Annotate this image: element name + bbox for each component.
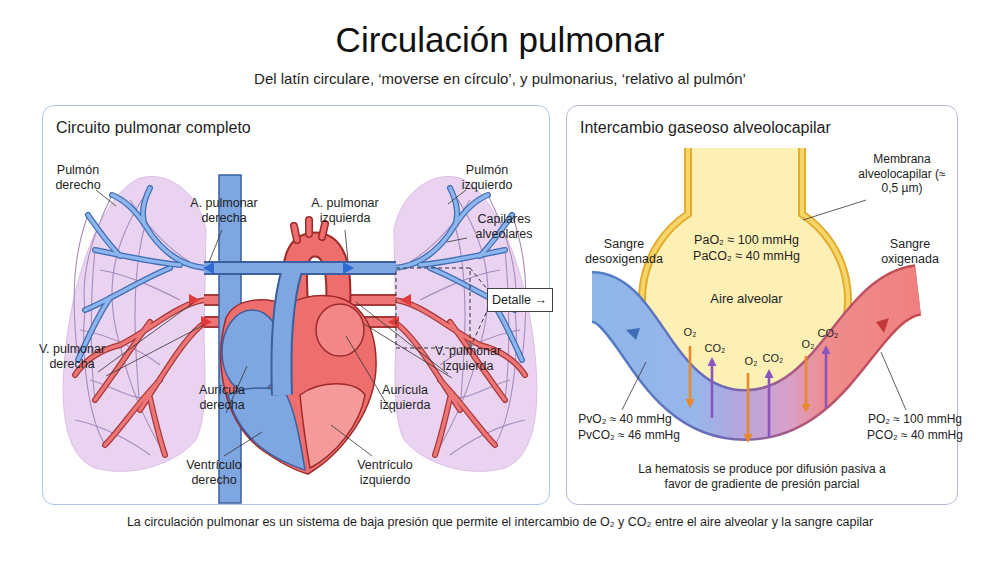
leader-line	[98, 303, 193, 372]
flow-arrowhead	[201, 316, 212, 328]
anatomy-label: Aurícula derecha	[189, 383, 255, 414]
gas-label: CO₂	[705, 342, 726, 355]
gas-label: O₂	[684, 326, 697, 339]
co2-arrow	[825, 348, 828, 408]
co2-arrow	[768, 372, 771, 438]
anatomy-label: V. pulmonar izquierda	[426, 344, 510, 375]
capillary-line	[135, 225, 145, 410]
o2-arrow	[805, 356, 808, 410]
gas-arrows	[690, 346, 826, 440]
blood-label: Sangre desoxigenada	[578, 237, 670, 268]
anatomy-label: A. pulmonar izquierda	[303, 196, 387, 227]
blood-flow-arrow	[626, 328, 640, 340]
artery-branch	[88, 215, 120, 256]
pressure-value: PaO₂ ≈ 100 mmHg	[636, 233, 858, 248]
flow-arrowhead	[400, 294, 411, 306]
pulmonary-artery-outline	[204, 261, 396, 275]
pressure-value: PCO₂ ≈ 40 mmHg	[867, 428, 963, 443]
leader-line	[96, 190, 116, 206]
leader-line	[803, 200, 866, 220]
artery-branch	[143, 188, 150, 225]
vein-branch	[120, 300, 206, 345]
pressure-value: PvCO₂ ≈ 46 mmHg	[578, 428, 680, 443]
capillary-line	[130, 200, 190, 262]
blood-label: Sangre oxigenada	[874, 237, 946, 268]
anatomy-label: Ventrículo derecho	[175, 458, 253, 489]
anatomy-label: Capilares alveolares	[466, 212, 542, 243]
co2-arrow	[711, 360, 714, 418]
detail-frame	[396, 268, 470, 348]
flow-arrowhead	[203, 262, 214, 274]
leader-lines	[96, 190, 467, 456]
panel-heading: Intercambio gaseoso alveolocapilar	[580, 118, 831, 137]
lung-group	[63, 177, 206, 472]
capillary-band-edge	[592, 290, 918, 415]
artery-branch	[112, 195, 145, 225]
pulmonary-trunk-fill	[281, 270, 292, 395]
alveolus-label: Aire alveolar	[636, 291, 858, 307]
leader-line	[106, 325, 204, 376]
leader-lines	[622, 200, 906, 410]
subtitle: Del latín circulare, ‘moverse en círculo…	[254, 70, 746, 88]
detail-guide	[470, 268, 487, 348]
pulmonary-artery-fill	[204, 263, 396, 273]
vein-fill	[75, 300, 206, 455]
artery-branch	[112, 195, 145, 225]
anatomy-label: A. pulmonar derecha	[182, 196, 266, 227]
leader-line	[345, 230, 348, 261]
artery-branch	[85, 268, 170, 310]
artery-branch	[88, 215, 120, 256]
capillary-band	[592, 290, 918, 415]
anatomy-label: Aurícula izquierda	[370, 383, 440, 414]
flow-arrowhead	[343, 262, 354, 274]
panel-heading: Circuito pulmonar completo	[56, 118, 251, 137]
capillary-line	[112, 188, 150, 345]
trunk-join	[276, 264, 306, 273]
leader-line	[331, 425, 372, 456]
pulmonary-trunk-outline	[281, 270, 292, 395]
vein-branch	[120, 300, 206, 345]
lung-shape	[63, 177, 206, 472]
o2-arrow	[747, 373, 750, 440]
pressure-value: PaCO₂ ≈ 40 mmHg	[636, 249, 858, 264]
gas-label: O₂	[802, 338, 815, 351]
diagram-title: Circulación pulmonar	[336, 19, 665, 62]
blood-flow-arrow	[876, 318, 889, 333]
detail-box: Detalle →	[487, 288, 553, 312]
pressure-value: PvO₂ ≈ 40 mmHg	[578, 412, 671, 427]
anatomy-label: Membrana alveolocapilar (≈ 0,5 µm)	[854, 152, 950, 196]
artery-branch	[95, 250, 180, 265]
detail-label: Detalle →	[492, 293, 547, 307]
diagram-caption: La circulación pulmonar es un sistema de…	[127, 515, 873, 530]
vein-branch	[95, 322, 150, 400]
left-atrium	[316, 304, 364, 356]
gas-label: CO₂	[818, 327, 839, 340]
leader-line	[224, 432, 262, 456]
leader-line	[881, 352, 906, 410]
leader-line	[356, 302, 448, 374]
leader-line	[447, 238, 467, 242]
pressure-value: PO₂ ≈ 100 mmHg	[868, 412, 962, 427]
anatomy-label: Ventrículo izquierdo	[346, 458, 424, 489]
flow-arrowhead	[189, 294, 200, 306]
leader-line	[209, 230, 222, 262]
vein-branch	[95, 322, 150, 400]
vein-branch	[150, 398, 165, 455]
o2-arrow	[689, 346, 692, 405]
artery-branch	[85, 268, 170, 310]
vein-branch	[150, 398, 165, 455]
gas-label: CO₂	[763, 352, 784, 365]
anatomy-label: Pulmón derecho	[47, 163, 109, 194]
flow-arrowhead	[388, 316, 399, 328]
vein-outline	[75, 300, 206, 455]
anatomy-label: Pulmón izquierdo	[452, 163, 522, 194]
gas-label: O₂	[745, 355, 758, 368]
artery-branch	[143, 188, 150, 225]
anatomy-label: V. pulmonar derecha	[30, 342, 114, 373]
note-text: La hematosis se produce por difusión pas…	[632, 462, 892, 491]
capillary-mesh	[74, 188, 190, 455]
leader-line	[622, 362, 646, 410]
